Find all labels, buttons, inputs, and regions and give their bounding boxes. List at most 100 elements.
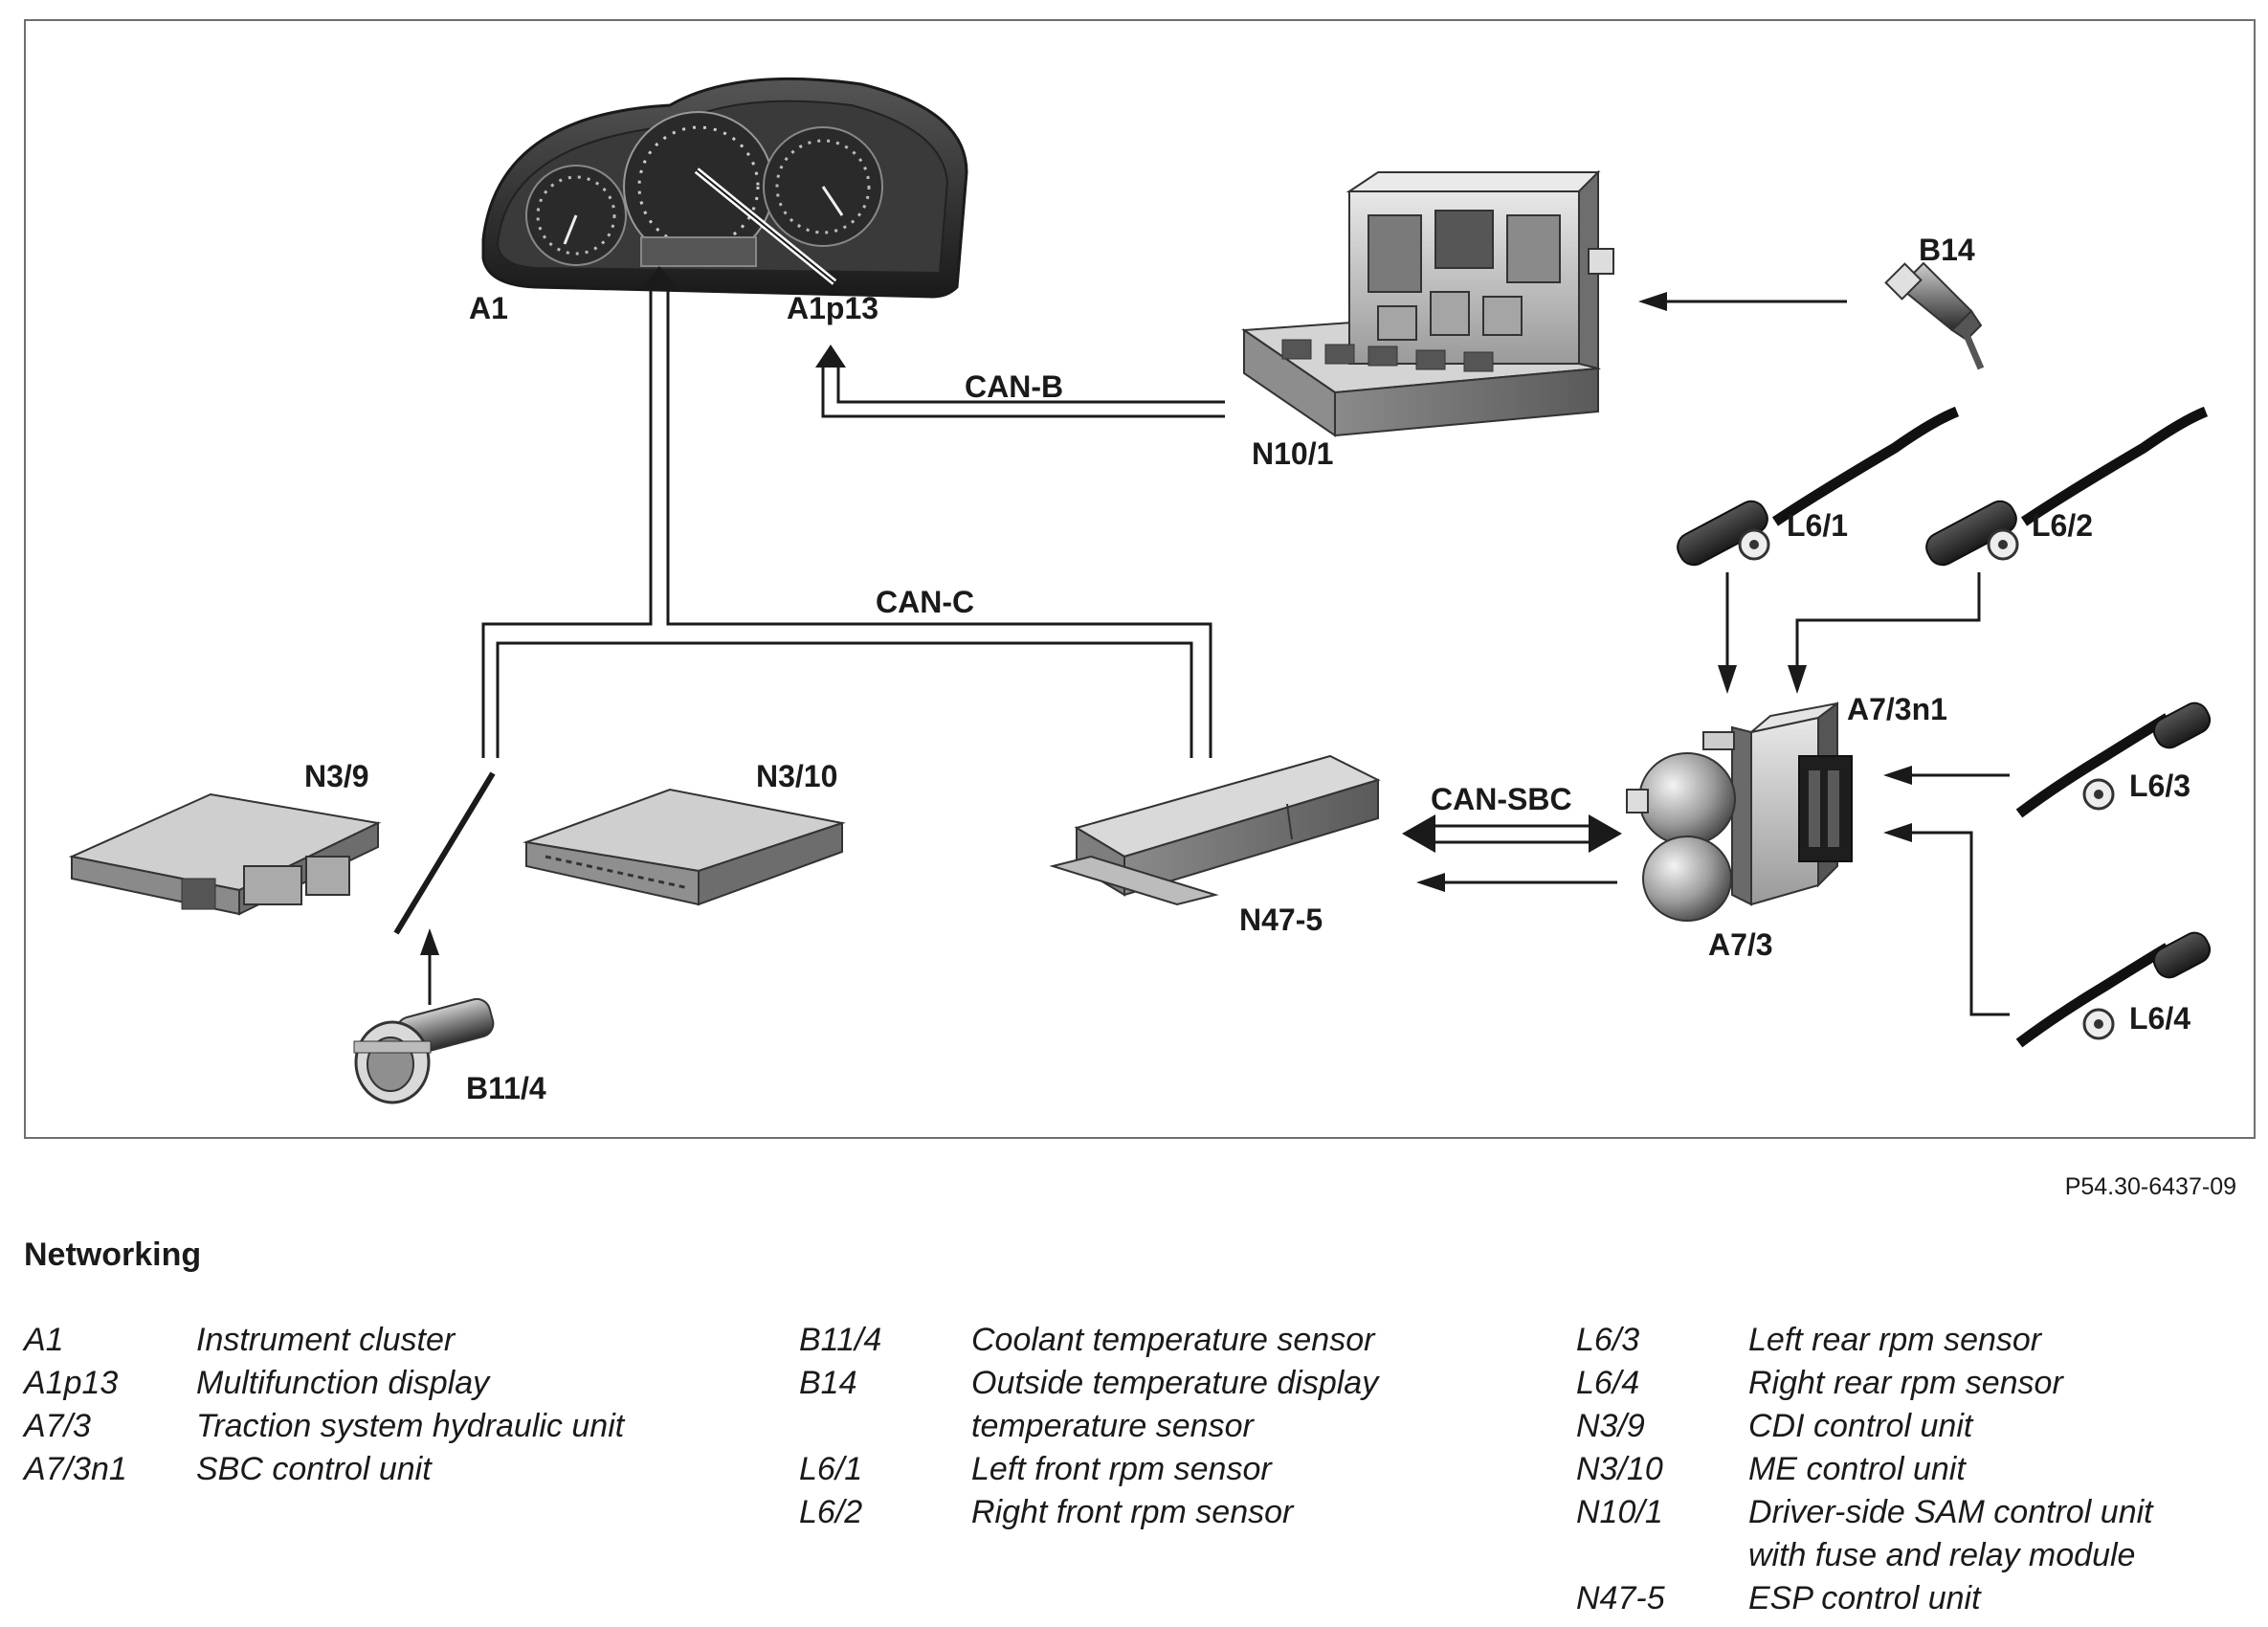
- legend-item: L6/2 Right front rpm sensor: [799, 1491, 1378, 1534]
- legend-code: N10/1: [1576, 1494, 1663, 1530]
- label-can-sbc: CAN-SBC: [1431, 782, 1572, 816]
- legend-desc: Traction system hydraulic unit: [196, 1408, 625, 1444]
- legend-item-continued: with fuse and relay module: [1576, 1534, 2153, 1577]
- legend-item: L6/1 Left front rpm sensor: [799, 1448, 1378, 1491]
- b14-to-n10-arrow: [1638, 292, 1847, 311]
- legend-item-continued: temperature sensor: [799, 1405, 1378, 1448]
- diagram-frame: [24, 19, 2256, 1139]
- left-front-rpm-sensor-image: [1677, 406, 1960, 567]
- can-b-bus-line: [821, 368, 1225, 418]
- legend-item: N3/9 CDI control unit: [1576, 1405, 2153, 1448]
- legend-item: N47-5 ESP control unit: [1576, 1577, 2153, 1620]
- legend-item: N10/1 Driver-side SAM control unit: [1576, 1491, 2153, 1534]
- can-c-arrow-head: [643, 266, 676, 287]
- outside-temperature-sensor-image: [1884, 261, 1985, 370]
- legend-code: N3/9: [1576, 1408, 1645, 1444]
- legend-desc: with fuse and relay module: [1748, 1537, 2136, 1573]
- legend-code: L6/3: [1576, 1322, 1640, 1358]
- legend-item: A7/3n1 SBC control unit: [24, 1448, 624, 1491]
- cdi-control-unit-image: [68, 792, 382, 916]
- legend-desc: ME control unit: [1748, 1451, 1966, 1487]
- label-can-c: CAN-C: [876, 585, 974, 619]
- legend-code: A7/3: [24, 1408, 91, 1444]
- legend-item: L6/3 Left rear rpm sensor: [1576, 1319, 2153, 1362]
- legend-desc: ESP control unit: [1748, 1580, 1981, 1616]
- label-a7-3n1: A7/3n1: [1847, 692, 1947, 726]
- label-l6-4: L6/4: [2129, 1001, 2190, 1036]
- legend-column-1: A1 Instrument cluster A1p13 Multifunctio…: [24, 1319, 624, 1491]
- legend-desc: Right front rpm sensor: [971, 1494, 1294, 1530]
- legend-code: B11/4: [799, 1322, 882, 1358]
- legend-desc: temperature sensor: [971, 1408, 1254, 1444]
- n3-9-n3-10-selector-bar: [393, 771, 496, 935]
- legend-code: L6/2: [799, 1494, 863, 1530]
- sam-control-unit-image: [1241, 169, 1614, 437]
- legend-code-blank: [799, 1405, 971, 1448]
- b11-4-to-bus-arrow: [420, 928, 439, 1005]
- legend-code: N3/10: [1576, 1451, 1663, 1487]
- l6-2-to-a7-3-arrow: [1788, 572, 1981, 694]
- legend-desc: Multifunction display: [196, 1365, 490, 1401]
- legend-item: B14 Outside temperature display: [799, 1362, 1378, 1405]
- legend-desc: Left front rpm sensor: [971, 1451, 1272, 1487]
- legend-item: A1 Instrument cluster: [24, 1319, 624, 1362]
- label-a1p13: A1p13: [787, 291, 878, 325]
- legend-code: A1: [24, 1322, 64, 1358]
- legend-item: A1p13 Multifunction display: [24, 1362, 624, 1405]
- label-b14: B14: [1919, 233, 1975, 267]
- can-sbc-arrow-left: [1402, 814, 1435, 853]
- l6-3-to-a7-3n1-arrow: [1883, 766, 2010, 785]
- legend-code: A1p13: [24, 1365, 119, 1401]
- label-n3-10: N3/10: [756, 759, 837, 793]
- legend-item: B11/4 Coolant temperature sensor: [799, 1319, 1378, 1362]
- legend-desc: Right rear rpm sensor: [1748, 1365, 2063, 1401]
- legend-desc: SBC control unit: [196, 1451, 432, 1487]
- legend-desc: Instrument cluster: [196, 1322, 456, 1358]
- label-a1: A1: [469, 291, 508, 325]
- figure-reference: P54.30-6437-09: [2064, 1173, 2236, 1200]
- right-front-rpm-sensor-image: [1925, 406, 2209, 567]
- legend-title: Networking: [24, 1237, 202, 1273]
- legend-code: L6/4: [1576, 1365, 1640, 1401]
- legend-code: B14: [799, 1365, 857, 1401]
- coolant-temperature-sensor-image: [353, 997, 495, 1104]
- legend-desc: CDI control unit: [1748, 1408, 1973, 1444]
- legend-desc: Coolant temperature sensor: [971, 1322, 1375, 1358]
- esp-control-unit-image: [1049, 754, 1381, 906]
- legend-item: A7/3 Traction system hydraulic unit: [24, 1405, 624, 1448]
- legend-column-2: B11/4 Coolant temperature sensor B14 Out…: [799, 1319, 1378, 1534]
- label-l6-2: L6/2: [2032, 508, 2093, 543]
- legend-desc: Left rear rpm sensor: [1748, 1322, 2042, 1358]
- can-b-arrow-head: [815, 345, 846, 368]
- legend-code: L6/1: [799, 1451, 863, 1487]
- l6-1-to-a7-3-arrow: [1718, 572, 1737, 694]
- instrument-cluster-image: [481, 77, 968, 299]
- legend-code: N47-5: [1576, 1580, 1665, 1616]
- can-c-bus-line: [481, 287, 1212, 758]
- label-l6-1: L6/1: [1787, 508, 1848, 543]
- legend-item: L6/4 Right rear rpm sensor: [1576, 1362, 2153, 1405]
- label-n10-1: N10/1: [1252, 436, 1333, 471]
- label-n3-9: N3/9: [304, 759, 369, 793]
- a7-3-to-n47-5-arrow: [1416, 873, 1617, 892]
- legend-column-3: L6/3 Left rear rpm sensor L6/4 Right rea…: [1576, 1319, 2153, 1620]
- a1p13-leader-line-outline: [696, 169, 835, 283]
- label-a7-3: A7/3: [1708, 927, 1773, 962]
- label-b11-4: B11/4: [466, 1071, 546, 1105]
- right-rear-rpm-sensor-image: [2015, 931, 2212, 1048]
- left-rear-rpm-sensor-image: [2015, 702, 2212, 818]
- can-sbc-bus-line: [1431, 824, 1593, 844]
- legend-desc: Driver-side SAM control unit: [1748, 1494, 2153, 1530]
- legend-code-blank: [1576, 1534, 1748, 1577]
- can-sbc-arrow-right: [1589, 814, 1622, 853]
- label-can-b: CAN-B: [965, 369, 1063, 404]
- traction-hydraulic-unit-image: [1626, 702, 1853, 922]
- legend-code: A7/3n1: [24, 1451, 127, 1487]
- legend-desc: Outside temperature display: [971, 1365, 1379, 1401]
- l6-4-to-a7-3-arrow: [1883, 823, 2010, 1016]
- legend-item: N3/10 ME control unit: [1576, 1448, 2153, 1491]
- label-n47-5: N47-5: [1239, 903, 1323, 937]
- me-control-unit-image: [523, 788, 846, 906]
- label-l6-3: L6/3: [2129, 769, 2190, 803]
